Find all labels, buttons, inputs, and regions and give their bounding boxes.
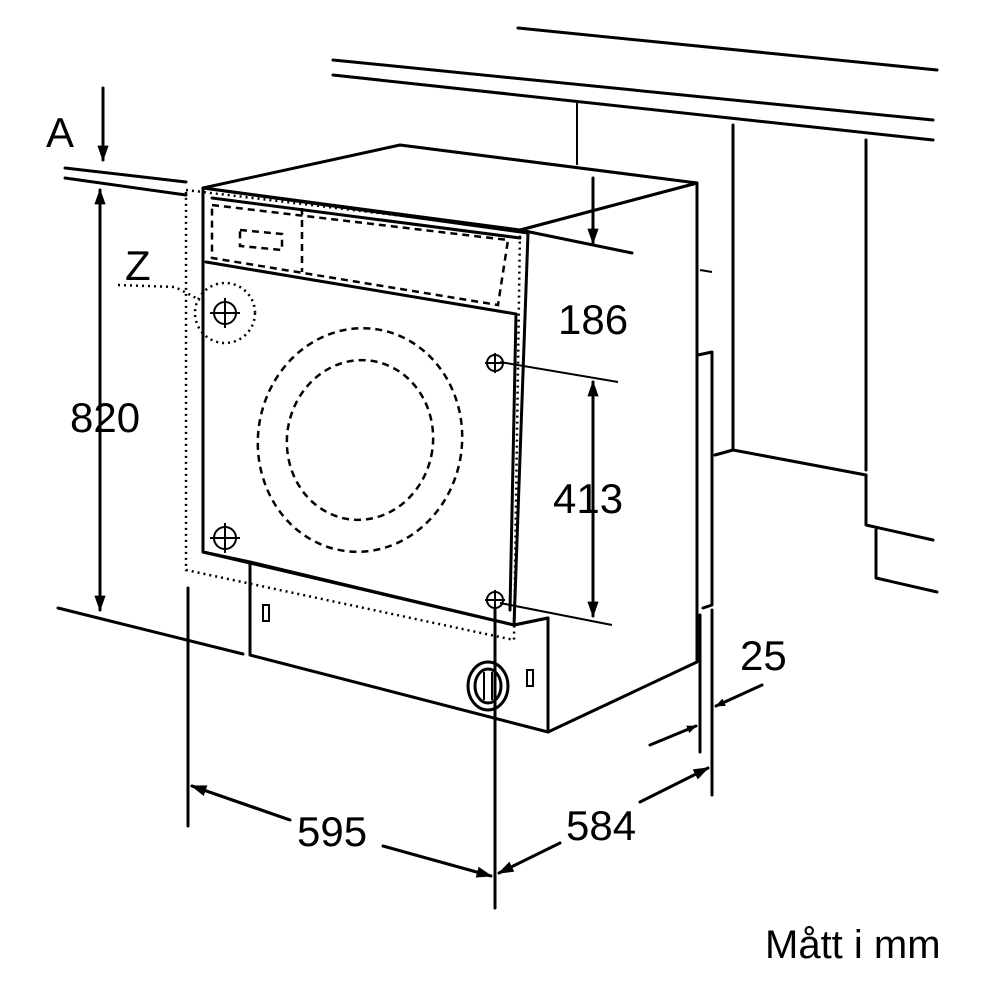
cabinet-background	[331, 26, 939, 610]
label-a: A	[46, 109, 74, 156]
hinge-bottom	[485, 590, 505, 610]
drain-filter-knob	[466, 660, 510, 712]
label-units: Mått i mm	[765, 923, 941, 967]
control-panel-outline	[210, 203, 510, 307]
mount-point-bottom-left	[210, 523, 240, 553]
label-width-595: 595	[297, 808, 367, 855]
mount-point-top-left	[193, 281, 257, 345]
porthole-inner	[285, 358, 435, 522]
washing-machine	[184, 143, 699, 734]
label-186: 186	[558, 296, 628, 343]
label-z: Z	[125, 242, 151, 289]
porthole-outer	[256, 326, 464, 554]
label-height-820: 820	[70, 394, 140, 441]
label-gap-25: 25	[740, 632, 787, 679]
machine-front-face	[201, 186, 530, 627]
dimension-lines	[56, 86, 764, 910]
label-413: 413	[553, 475, 623, 522]
label-depth-584: 584	[566, 802, 636, 849]
display-outline	[238, 228, 284, 252]
machine-side-face	[512, 181, 699, 734]
